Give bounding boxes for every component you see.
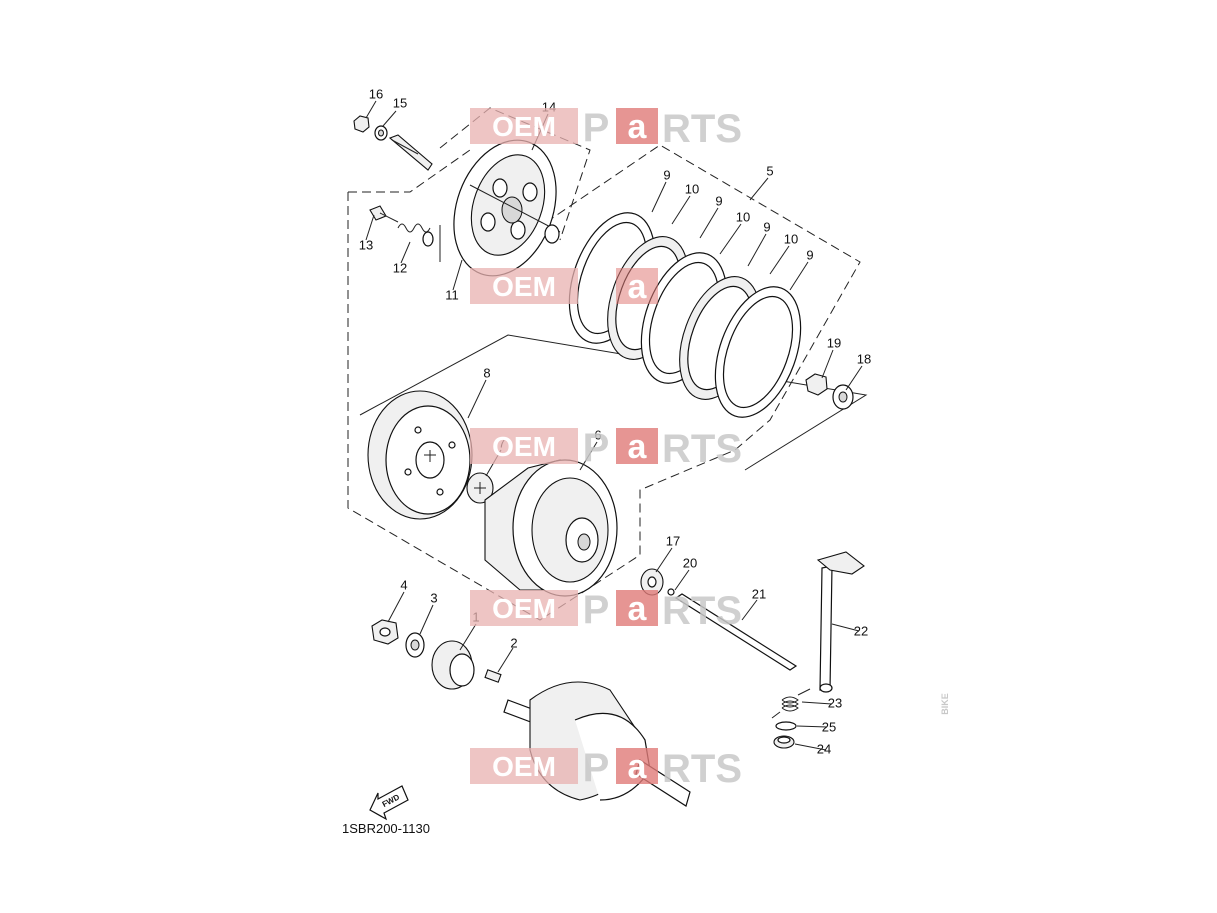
callout-5: 5 <box>766 163 773 178</box>
callout-17: 17 <box>666 533 680 548</box>
callout-11: 11 <box>445 287 459 302</box>
primary-drive-gear <box>431 640 502 690</box>
callout-16: 16 <box>369 86 383 101</box>
svg-text:OEM: OEM <box>492 271 556 302</box>
primary-nut-washer <box>371 619 425 658</box>
callout-13: 13 <box>359 237 373 252</box>
callout-6: 6 <box>594 427 601 442</box>
callout-2: 2 <box>510 635 517 650</box>
callout-12: 12 <box>393 260 407 275</box>
svg-text:RTS: RTS <box>662 107 742 151</box>
svg-text:a: a <box>628 268 648 306</box>
callout-19: 19 <box>827 335 841 350</box>
clutch-nut-washer <box>805 373 854 410</box>
callout-10b: 10 <box>736 209 750 224</box>
bolt-spring <box>369 205 434 247</box>
watermark-3: OEM P a RTS <box>470 426 742 471</box>
callout-18: 18 <box>857 351 871 366</box>
callout-10a: 10 <box>685 181 699 196</box>
callout-21: 21 <box>752 586 766 601</box>
thrust-washer <box>466 472 494 504</box>
callout-23: 23 <box>828 695 842 710</box>
primary-driven-gear <box>367 390 473 520</box>
callout-10c: 10 <box>784 231 798 246</box>
svg-text:a: a <box>628 590 648 628</box>
stud-bolt-assembly <box>353 115 433 171</box>
callout-8: 8 <box>483 365 490 380</box>
push-rod <box>674 593 798 671</box>
callout-25: 25 <box>822 719 836 734</box>
clutch-boss <box>484 459 618 597</box>
callout-9d: 9 <box>806 247 813 262</box>
callout-3: 3 <box>430 590 437 605</box>
callout-22: 22 <box>854 623 868 638</box>
svg-text:OEM: OEM <box>492 593 556 624</box>
watermark-1: OEM BIKE P a RTS <box>470 106 950 715</box>
svg-text:a: a <box>628 428 648 466</box>
svg-text:OEM: OEM <box>492 111 556 142</box>
svg-text:BIKE: BIKE <box>940 693 950 715</box>
callout-4: 4 <box>400 577 407 592</box>
fwd-arrow-icon: FWD <box>369 785 409 821</box>
svg-text:P: P <box>583 588 610 632</box>
washer-ball <box>640 568 675 596</box>
callout-9a: 9 <box>663 167 670 182</box>
clutch-plate-stack <box>568 212 802 418</box>
callout-9c: 9 <box>763 219 770 234</box>
diagram-code: 1SBR200-1130 <box>342 821 430 836</box>
watermark-5: OEM P a RTS <box>470 746 742 791</box>
spring-washer-seal <box>771 688 811 749</box>
svg-text:OEM: OEM <box>492 431 556 462</box>
callout-20: 20 <box>683 555 697 570</box>
svg-text:RTS: RTS <box>662 427 742 471</box>
callout-9b: 9 <box>715 193 722 208</box>
svg-text:RTS: RTS <box>662 589 742 633</box>
svg-text:P: P <box>583 746 610 790</box>
watermark-2: OEM a <box>470 268 658 306</box>
callout-labels: 16 15 14 13 12 11 5 9 10 9 10 9 10 9 19 … <box>359 86 871 756</box>
watermark-4: OEM P a RTS <box>470 588 742 633</box>
svg-text:RTS: RTS <box>662 747 742 791</box>
svg-text:a: a <box>628 108 648 146</box>
push-lever-shaft <box>816 551 865 693</box>
callout-24: 24 <box>817 741 831 756</box>
svg-text:P: P <box>583 426 610 470</box>
callout-15: 15 <box>393 95 407 110</box>
pressure-plate <box>453 139 561 277</box>
svg-text:P: P <box>583 106 610 150</box>
svg-text:OEM: OEM <box>492 751 556 782</box>
svg-text:a: a <box>628 748 648 786</box>
